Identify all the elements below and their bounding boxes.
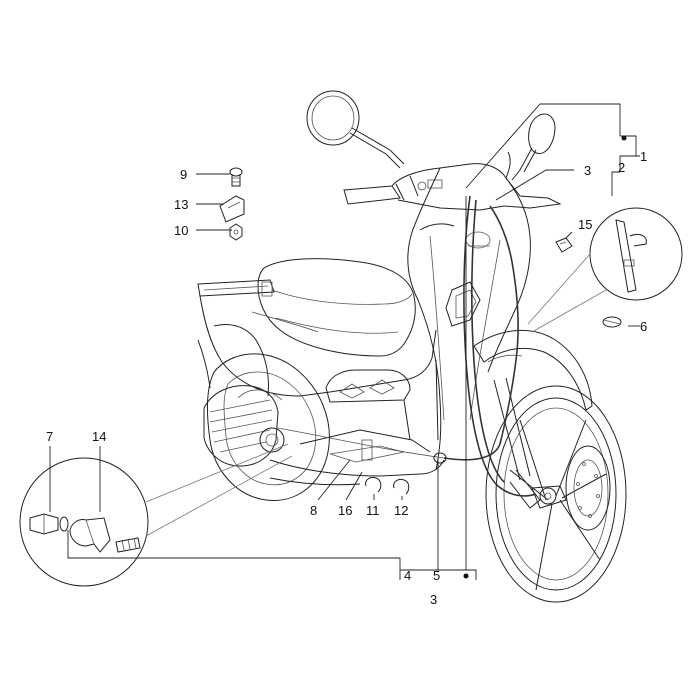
brake-cables [277,195,537,497]
ring-part-5 [433,452,447,464]
label-8: 8 [310,503,317,518]
label-16: 16 [338,503,352,518]
label-3-bottom: 3 [430,592,437,607]
label-9: 9 [180,167,187,182]
nut-part-10 [229,223,243,241]
bracket-part-13 [219,195,245,223]
seat [257,258,416,357]
label-14: 14 [92,429,106,444]
cable-adjuster-nut [29,513,69,535]
front-fender [473,329,593,411]
label-6: 6 [640,319,647,334]
bolt-part-9 [229,167,243,187]
label-10: 10 [174,223,188,238]
label-2: 2 [618,160,625,175]
detail-circle-adjuster [19,443,293,587]
front-wheel [485,385,627,603]
pin-part-6 [602,316,622,328]
right-mirror [511,113,556,181]
brake-cover [203,385,285,467]
label-3-top: 3 [584,163,591,178]
rear-rack [197,279,275,297]
floorboard [269,359,445,486]
clip-part-11 [365,477,382,493]
label-11: 11 [366,503,380,518]
dot-marker-3 [463,573,469,579]
label-1: 1 [640,149,647,164]
switch-part-15 [555,237,573,253]
label-12: 12 [394,503,408,518]
leader-lines [67,103,640,580]
clip-part-12 [393,479,410,495]
front-hub [531,485,567,509]
dot-marker-1 [621,135,627,141]
label-7: 7 [46,429,53,444]
label-13: 13 [174,197,188,212]
rear-body [197,295,437,403]
label-4: 4 [404,568,411,583]
detail-circle-lever [527,207,683,333]
front-shield [407,167,531,471]
left-mirror [306,90,405,169]
cable-clamp [69,517,141,553]
front-brake-disc [565,445,611,531]
label-5: 5 [433,568,440,583]
label-15: 15 [578,217,592,232]
